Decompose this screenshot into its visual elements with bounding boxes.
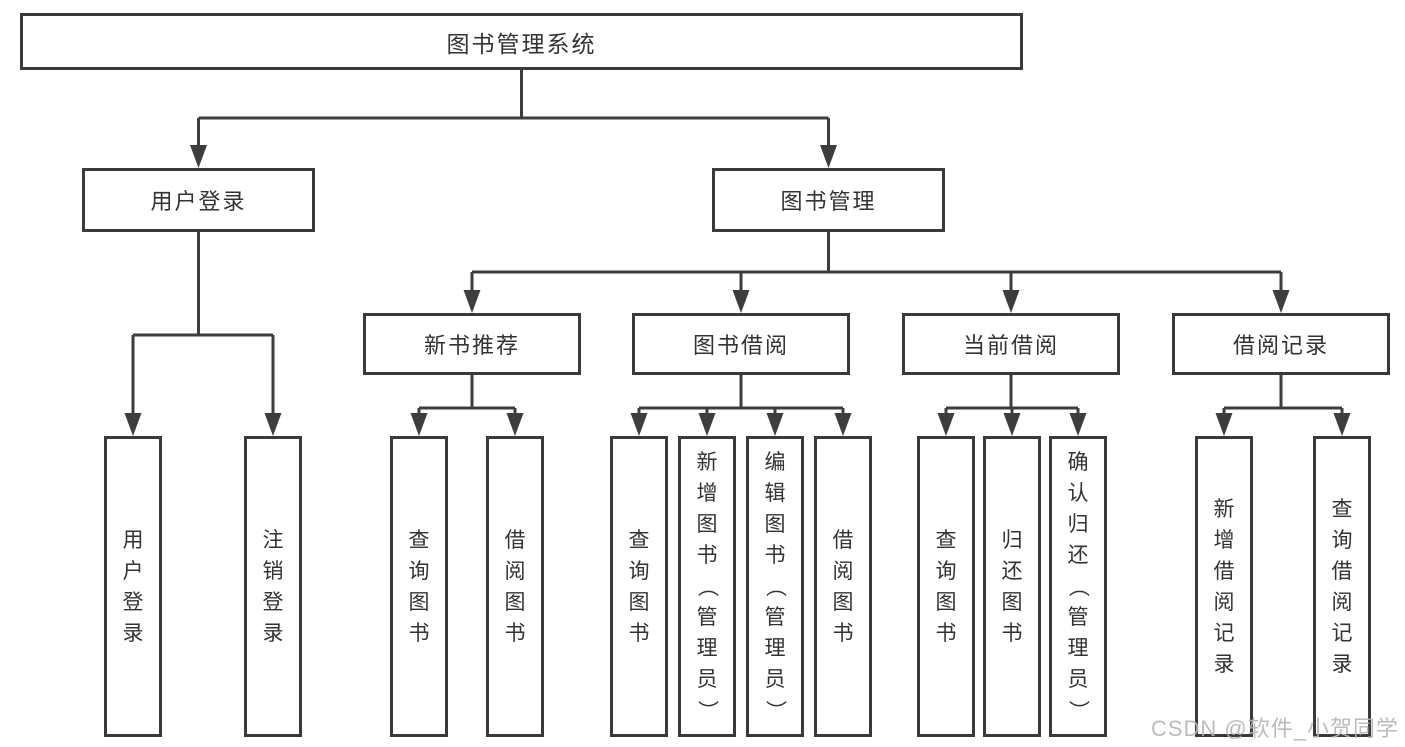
leaf-borrow-books: 借阅图书 (814, 436, 872, 737)
node-user-login: 用户登录 (82, 168, 315, 232)
node-current-borrow: 当前借阅 (902, 313, 1120, 375)
node-borrow-records: 借阅记录 (1172, 313, 1390, 375)
leaf-add-book-admin: 新增图书（管理员） (678, 436, 736, 737)
connector-recommend-to-leaves (417, 375, 517, 418)
leaf-query-borrow-record: 查询借阅记录 (1313, 436, 1371, 737)
node-root: 图书管理系统 (20, 13, 1023, 70)
csdn-watermark: CSDN @软件_小贺同学 (1150, 716, 1399, 741)
leaf-query-books-borrow: 查询图书 (610, 436, 668, 737)
leaf-query-books-recommend: 查询图书 (390, 436, 448, 737)
connector-management-to-level3 (470, 232, 1283, 295)
leaf-borrow-books-recommend: 借阅图书 (486, 436, 544, 737)
connector-records-to-leaves (1222, 375, 1344, 418)
leaf-confirm-return-admin: 确认归还（管理员） (1049, 436, 1107, 737)
leaf-query-books-current: 查询图书 (917, 436, 975, 737)
leaf-return-books: 归还图书 (983, 436, 1041, 737)
connector-root-to-level2 (197, 70, 830, 150)
connector-current-to-leaves (944, 375, 1080, 418)
node-new-book-recommend: 新书推荐 (363, 313, 581, 375)
node-book-borrow: 图书借阅 (632, 313, 850, 375)
leaf-add-borrow-record: 新增借阅记录 (1195, 436, 1253, 737)
leaf-logout: 注销登录 (244, 436, 302, 737)
connector-userlogin-to-leaves (131, 232, 275, 418)
leaf-edit-book-admin: 编辑图书（管理员） (746, 436, 804, 737)
leaf-user-login: 用户登录 (104, 436, 162, 737)
node-book-management: 图书管理 (712, 168, 945, 232)
connector-borrow-to-leaves (637, 375, 845, 418)
